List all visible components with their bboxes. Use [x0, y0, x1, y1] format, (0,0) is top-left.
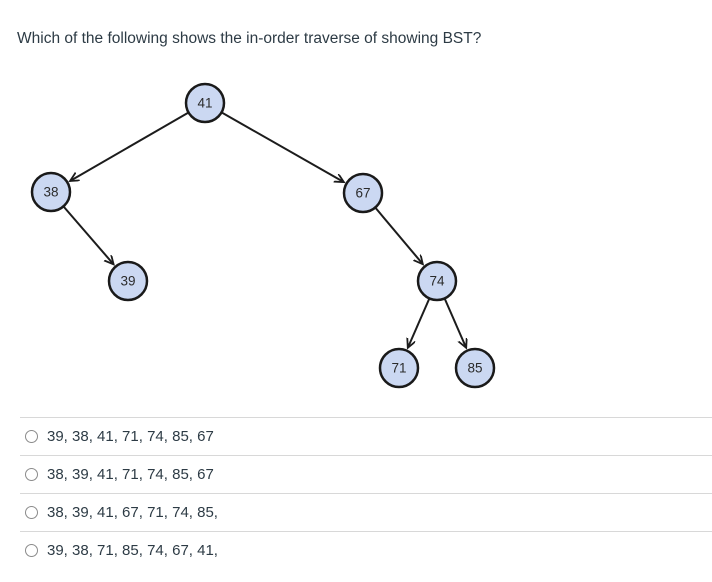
tree-node-label: 74: [429, 274, 445, 289]
answer-option-label: 38, 39, 41, 71, 74, 85, 67: [47, 465, 214, 483]
radio-button[interactable]: [25, 505, 38, 519]
radio-button[interactable]: [25, 429, 38, 443]
tree-edge-41-38: [70, 111, 190, 181]
answer-option-2[interactable]: 38, 39, 41, 71, 74, 85, 67: [0, 455, 712, 493]
bst-diagram: 41 38 39 67 74 71 85: [30, 82, 496, 389]
tree-edge-41-67: [221, 111, 344, 182]
answer-option-1[interactable]: 39, 38, 41, 71, 74, 85, 67: [0, 417, 712, 455]
answer-option-4[interactable]: 39, 38, 71, 85, 74, 67, 41,: [0, 531, 712, 569]
tree-edge-74-71: [408, 298, 431, 347]
tree-node-41: [184, 82, 226, 124]
tree-node-85: [454, 347, 496, 389]
tree-edge-67-74: [374, 206, 423, 265]
answer-option-label: 38, 39, 41, 67, 71, 74, 85,: [47, 503, 218, 521]
answer-option-label: 39, 38, 71, 85, 74, 67, 41,: [47, 541, 218, 559]
radio-button[interactable]: [25, 543, 38, 557]
tree-node-39: [107, 260, 149, 302]
tree-node-label: 38: [43, 185, 58, 200]
tree-edge-74-85: [443, 298, 467, 347]
tree-node-38: [30, 171, 72, 213]
tree-node-label: 71: [391, 361, 406, 376]
tree-node-71: [378, 347, 420, 389]
tree-edge-38-39: [62, 205, 113, 264]
answer-option-3[interactable]: 38, 39, 41, 67, 71, 74, 85,: [0, 493, 712, 531]
tree-node-74: [416, 260, 458, 302]
question-text: Which of the following shows the in-orde…: [17, 30, 482, 47]
tree-node-label: 67: [355, 186, 370, 201]
radio-button[interactable]: [25, 467, 38, 481]
tree-node-label: 41: [197, 96, 212, 111]
answer-option-label: 39, 38, 41, 71, 74, 85, 67: [47, 427, 214, 445]
tree-node-label: 39: [120, 274, 135, 289]
answer-options-list: 39, 38, 41, 71, 74, 85, 67 38, 39, 41, 7…: [0, 417, 712, 569]
tree-node-67: [342, 172, 384, 214]
tree-node-label: 85: [467, 361, 482, 376]
